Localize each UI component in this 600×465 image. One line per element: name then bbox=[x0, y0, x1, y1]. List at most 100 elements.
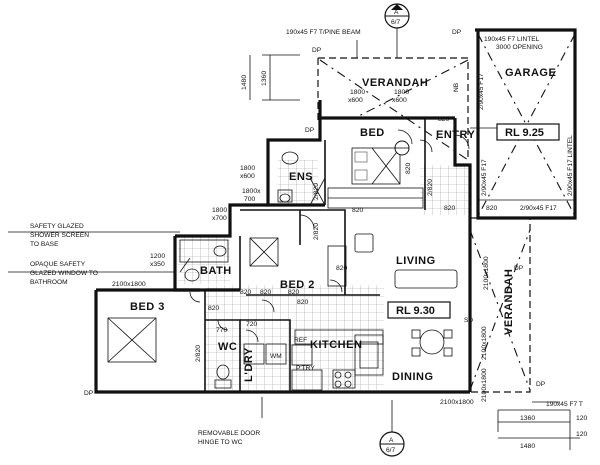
door-dim-3: 820 bbox=[486, 205, 498, 212]
room-label-bed: BED bbox=[360, 127, 385, 139]
rl-upper-box bbox=[496, 123, 560, 141]
robe-dim-2: 2/820 bbox=[313, 223, 320, 240]
shower-note-line-1: SAFETY GLAZED bbox=[30, 223, 84, 230]
section-top-sheet: 6/7 bbox=[391, 19, 400, 26]
door-dim-10: 820 bbox=[288, 289, 300, 296]
room-label-bath: BATH bbox=[200, 265, 232, 277]
room-label-living: LIVING bbox=[396, 255, 436, 267]
door-dim-9: 820 bbox=[208, 305, 220, 312]
interior-walls bbox=[204, 118, 426, 392]
garage-lintel-note-2: 3000 OPENING bbox=[496, 44, 543, 51]
window-dim-ens-c: 1800x bbox=[242, 188, 261, 195]
dimension-lines bbox=[249, 54, 580, 450]
door-dim-4: 820 bbox=[352, 207, 364, 214]
side-verandah-outline bbox=[469, 217, 531, 393]
furniture bbox=[107, 147, 458, 389]
section-b-marker bbox=[394, 140, 410, 156]
shower-note-line-3: TO BASE bbox=[30, 241, 59, 248]
window-dim-bath-b: x350 bbox=[150, 261, 165, 268]
garage-left-lintel-note: 2/90x45 F17 bbox=[481, 159, 488, 196]
dim-1480-bottom: 1480 bbox=[520, 443, 535, 450]
section-marker-top bbox=[384, 3, 410, 58]
door-dim-5: 820 bbox=[240, 289, 252, 296]
room-label-dining: DINING bbox=[392, 371, 434, 383]
door-dim-11: 820 bbox=[405, 162, 412, 174]
door-dim-2: 820 bbox=[444, 205, 456, 212]
pantry-label: P'TRY bbox=[296, 365, 315, 372]
tiled-floor-areas bbox=[178, 160, 470, 390]
dim-120-b: 120 bbox=[576, 431, 588, 438]
window-dim-ens-a: 1800 bbox=[240, 165, 255, 172]
room-label-garage: GARAGE bbox=[505, 67, 556, 79]
nb-label: NB bbox=[453, 82, 460, 92]
window-dim-ens-b: x600 bbox=[240, 173, 255, 180]
dim-1360-bottom: 1360 bbox=[520, 415, 535, 422]
top-verandah-diagonals bbox=[319, 59, 469, 161]
room-label-kitchen: KITCHEN bbox=[310, 339, 362, 351]
rl-lower-label: RL 9.30 bbox=[396, 305, 435, 317]
room-label-verandah-side: VERANDAH bbox=[503, 269, 515, 335]
window-note-line-3: BATHROOM bbox=[30, 279, 68, 286]
downpipe-label-4: DP bbox=[84, 390, 94, 397]
door-note-line-2: HINGE TO WC bbox=[198, 439, 243, 446]
window-dim-verandah-2b: x600 bbox=[392, 97, 407, 104]
exterior-walls bbox=[94, 57, 472, 394]
sliding-door-dim-3: 2100x1800 bbox=[481, 368, 488, 402]
washing-machine-label: WM bbox=[270, 353, 282, 360]
garage-bottom-lintel-note: 2/90x45 F17 bbox=[520, 205, 557, 212]
robe-dim-1: 2/820 bbox=[427, 179, 434, 196]
room-label-wc: WC bbox=[218, 341, 237, 353]
downpipe-label-5: DP bbox=[514, 265, 524, 272]
room-label-verandah-top: VERANDAH bbox=[362, 77, 428, 89]
door-swings bbox=[189, 129, 470, 343]
window-note-line-2: GLAZED WINDOW TO bbox=[30, 270, 98, 277]
room-label-bed2: BED 2 bbox=[280, 279, 315, 291]
window-dim-verandah-2a: 1800 bbox=[394, 89, 409, 96]
window-dim-verandah-1b: x600 bbox=[348, 97, 363, 104]
room-label-bed3: BED 3 bbox=[130, 301, 165, 313]
downpipe-label-3: DP bbox=[305, 127, 315, 134]
leader-lines bbox=[8, 40, 560, 418]
window-dim-bed3: 2100x1800 bbox=[112, 281, 146, 288]
dim-120-a: 120 bbox=[576, 415, 588, 422]
window-dim-bath-a: 1200 bbox=[150, 253, 165, 260]
room-label-entry: ENTRY bbox=[436, 129, 476, 141]
door-note-line-1: REMOVABLE DOOR bbox=[198, 430, 260, 437]
sliding-door-dim-2: 2100x1800 bbox=[481, 326, 488, 360]
room-label-ldry: L'DRY bbox=[243, 347, 255, 382]
top-beam-note: 190x45 F7 T/PINE BEAM bbox=[286, 29, 361, 36]
door-dim-6: 820 bbox=[260, 289, 272, 296]
window-dim-bed2-b: x700 bbox=[212, 215, 227, 222]
door-dim-720: 720 bbox=[246, 321, 258, 328]
dim-1480-top: 1480 bbox=[241, 75, 248, 90]
dim-1360-top: 1360 bbox=[261, 71, 268, 86]
section-top-letter: A bbox=[394, 9, 399, 16]
section-marker-bottom bbox=[379, 400, 405, 457]
door-dim-770: 770 bbox=[216, 327, 228, 334]
robe-dim-3: 2/820 bbox=[195, 345, 202, 362]
garage-side-lintel-note: 2/90x45 F17 bbox=[478, 73, 485, 110]
section-bottom-sheet: 6/7 bbox=[386, 447, 395, 454]
downpipe-label-6: DP bbox=[536, 381, 546, 388]
door-dim-8: 820 bbox=[336, 265, 348, 272]
garage-right-lintel-note: 2/90x45 F17 LINTEL bbox=[567, 135, 574, 196]
rl-upper-label: RL 9.25 bbox=[505, 127, 544, 139]
smoke-detector-label: SD bbox=[464, 317, 473, 324]
door-dim-1: 820 bbox=[438, 116, 450, 123]
garage-lintel-note-1: 190x45 F7 LINTEL bbox=[484, 36, 540, 43]
ref-label: REF bbox=[294, 337, 307, 344]
window-dim-ens-d: 700 bbox=[244, 196, 256, 203]
robe-dim-4: 2/820 bbox=[313, 183, 320, 200]
downpipe-label-1: DP bbox=[312, 47, 322, 54]
section-bottom-letter: A bbox=[389, 437, 394, 444]
door-dim-7: 820 bbox=[297, 299, 309, 306]
room-label-ens: ENS bbox=[289, 171, 313, 183]
rl-lower-box bbox=[387, 301, 451, 319]
bottom-beam-note: 190x45 F7 T bbox=[546, 401, 583, 408]
garage-outline bbox=[475, 28, 577, 220]
window-dim-verandah-1a: 1800 bbox=[350, 89, 365, 96]
sliding-door-dim-4: 2100x1800 bbox=[440, 399, 474, 406]
downpipe-label-2: DP bbox=[452, 29, 462, 36]
window-note-line-1: OPAQUE SAFETY bbox=[30, 261, 86, 268]
